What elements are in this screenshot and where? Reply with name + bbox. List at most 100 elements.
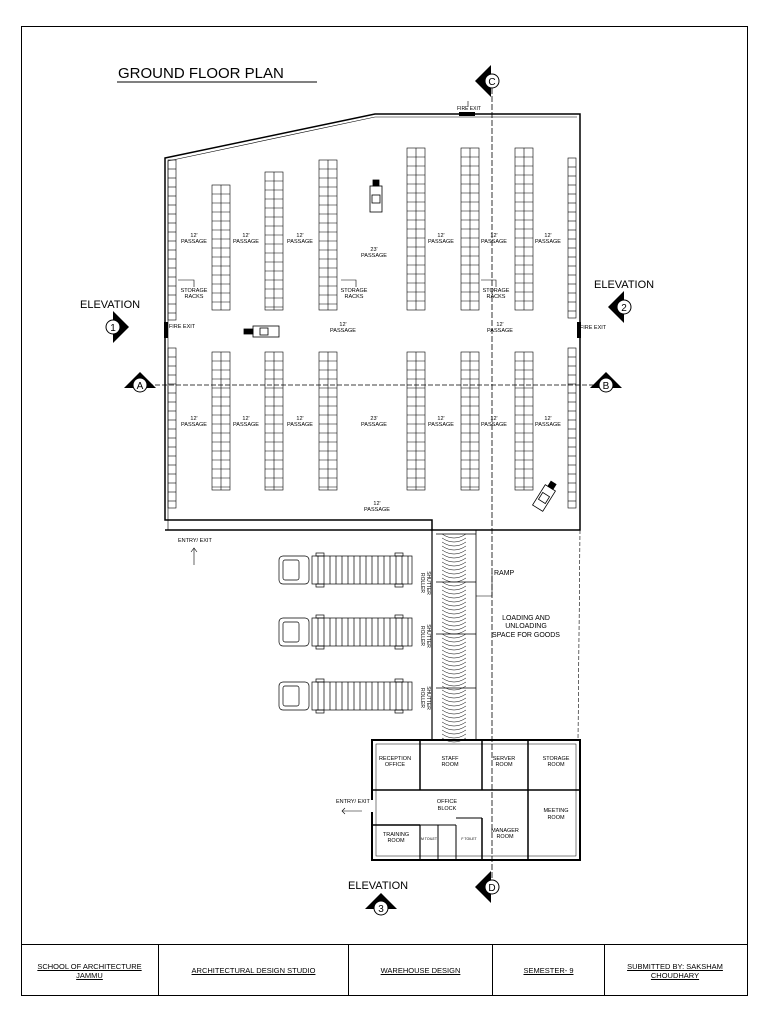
storage-rack: [264, 171, 284, 311]
title-block-studio: ARCHITECTURAL DESIGN STUDIO: [159, 945, 349, 996]
svg-text:PASSAGE: PASSAGE: [535, 422, 561, 428]
fire-exit-left-label: FIRE EXIT: [169, 324, 196, 330]
title-block-semester: SEMESTER- 9: [493, 945, 605, 996]
svg-text:LOADING AND: LOADING AND: [502, 615, 550, 622]
svg-text:PASSAGE: PASSAGE: [181, 422, 207, 428]
svg-text:UNLOADING: UNLOADING: [505, 623, 547, 630]
svg-text:PASSAGE: PASSAGE: [361, 422, 387, 428]
svg-text:OFFICE: OFFICE: [385, 762, 405, 768]
title-block-school: SCHOOL OF ARCHITECTURE JAMMU: [21, 945, 159, 996]
svg-text:ROOM: ROOM: [441, 762, 459, 768]
svg-text:PASSAGE: PASSAGE: [181, 239, 207, 245]
forklift-icon: [369, 179, 383, 213]
svg-text:PASSAGE: PASSAGE: [233, 239, 259, 245]
svg-text:PASSAGE: PASSAGE: [361, 253, 387, 259]
svg-text:C: C: [488, 77, 495, 88]
svg-text:ROLLER: ROLLER: [419, 573, 425, 593]
storage-rack: [460, 351, 480, 491]
svg-text:ELEVATION: ELEVATION: [594, 279, 654, 291]
svg-text:3: 3: [378, 904, 384, 915]
drawing-title: GROUND FLOOR PLAN: [118, 65, 284, 82]
forklift-icon: [243, 325, 280, 338]
elevation-marker-2: ELEVATION 2: [594, 279, 654, 323]
elevation-marker-1: ELEVATION 1: [80, 299, 140, 343]
svg-text:12': 12': [296, 233, 303, 239]
svg-text:PASSAGE: PASSAGE: [481, 239, 507, 245]
svg-text:12': 12': [242, 416, 249, 422]
svg-text:12': 12': [437, 416, 444, 422]
svg-text:12': 12': [373, 501, 380, 507]
loading-space-label: LOADING AND UNLOADING SPACE FOR GOODS: [492, 615, 560, 639]
section-marker-d: D: [475, 871, 500, 903]
svg-text:STORAGE: STORAGE: [341, 288, 368, 294]
svg-text:ROOM: ROOM: [387, 838, 405, 844]
section-marker-c: C: [475, 65, 500, 97]
svg-text:SHUTTER: SHUTTER: [425, 686, 431, 710]
forklift-icon: [532, 480, 557, 512]
truck-icon: [278, 678, 413, 714]
section-marker-b: B: [590, 372, 622, 393]
svg-text:ROOM: ROOM: [547, 762, 565, 768]
elevation-marker-3: ELEVATION 3: [348, 880, 408, 916]
section-marker-a: A: [124, 372, 156, 393]
svg-text:PASSAGE: PASSAGE: [481, 422, 507, 428]
svg-text:ELEVATION: ELEVATION: [80, 299, 140, 311]
room-meeting: MEETING: [543, 808, 568, 814]
svg-text:12': 12': [544, 416, 551, 422]
room-reception: RECEPTION: [379, 756, 411, 762]
storage-rack: [514, 147, 534, 311]
svg-text:23': 23': [370, 247, 377, 253]
svg-text:ROLLER: ROLLER: [419, 688, 425, 708]
storage-rack: [460, 147, 480, 311]
svg-text:12': 12': [544, 233, 551, 239]
svg-text:12': 12': [190, 416, 197, 422]
svg-text:2: 2: [621, 303, 627, 314]
svg-text:RACKS: RACKS: [487, 294, 506, 300]
room-m-toilet: M TOILET: [421, 837, 438, 841]
room-f-toilet: F TOILET: [461, 837, 477, 841]
svg-text:PASSAGE: PASSAGE: [364, 507, 390, 513]
svg-text:RACKS: RACKS: [345, 294, 364, 300]
office-entry-label: ENTRY/ EXIT: [336, 799, 370, 805]
svg-text:12': 12': [190, 233, 197, 239]
storage-rack: [264, 351, 284, 491]
storage-rack: [167, 159, 177, 321]
svg-text:ELEVATION: ELEVATION: [348, 880, 408, 892]
svg-text:12': 12': [437, 233, 444, 239]
svg-text:PASSAGE: PASSAGE: [233, 422, 259, 428]
svg-text:PASSAGE: PASSAGE: [330, 328, 356, 334]
title-block-submitted: SUBMITTED BY: SAKSHAM CHOUDHARY: [627, 961, 723, 980]
svg-text:12': 12': [242, 233, 249, 239]
svg-text:SHUTTER: SHUTTER: [425, 624, 431, 648]
storage-rack: [167, 347, 177, 509]
svg-text:PASSAGE: PASSAGE: [535, 239, 561, 245]
storage-rack: [318, 159, 338, 311]
room-server: SERVER: [493, 756, 516, 762]
warehouse-entry-label: ENTRY/ EXIT: [178, 538, 212, 544]
truck-icon: [278, 552, 413, 588]
svg-text:12': 12': [496, 322, 503, 328]
svg-text:B: B: [603, 381, 610, 392]
passage-labels: 12'PASSAGE 12'PASSAGE 12'PASSAGE 23'PASS…: [181, 233, 561, 513]
drawing-sheet: [21, 26, 748, 996]
storage-rack: [406, 147, 426, 311]
fire-exit-top-label: FIRE EXIT: [457, 106, 481, 112]
storage-rack: [211, 184, 231, 311]
svg-text:STORAGE: STORAGE: [483, 288, 510, 294]
title-block-project: WAREHOUSE DESIGN: [349, 945, 493, 996]
svg-text:PASSAGE: PASSAGE: [287, 422, 313, 428]
storage-rack: [211, 351, 231, 491]
storage-rack-grid: [167, 147, 577, 509]
ramp-label: RAMP: [494, 570, 515, 577]
svg-text:12': 12': [296, 416, 303, 422]
storage-rack: [406, 351, 426, 491]
svg-text:STORAGE: STORAGE: [181, 288, 208, 294]
svg-text:RACKS: RACKS: [185, 294, 204, 300]
svg-text:12': 12': [339, 322, 346, 328]
svg-text:ROOM: ROOM: [496, 834, 514, 840]
storage-rack: [567, 347, 577, 509]
storage-rack: [318, 351, 338, 491]
svg-text:A: A: [137, 381, 144, 392]
svg-text:SHUTTER: SHUTTER: [425, 571, 431, 595]
